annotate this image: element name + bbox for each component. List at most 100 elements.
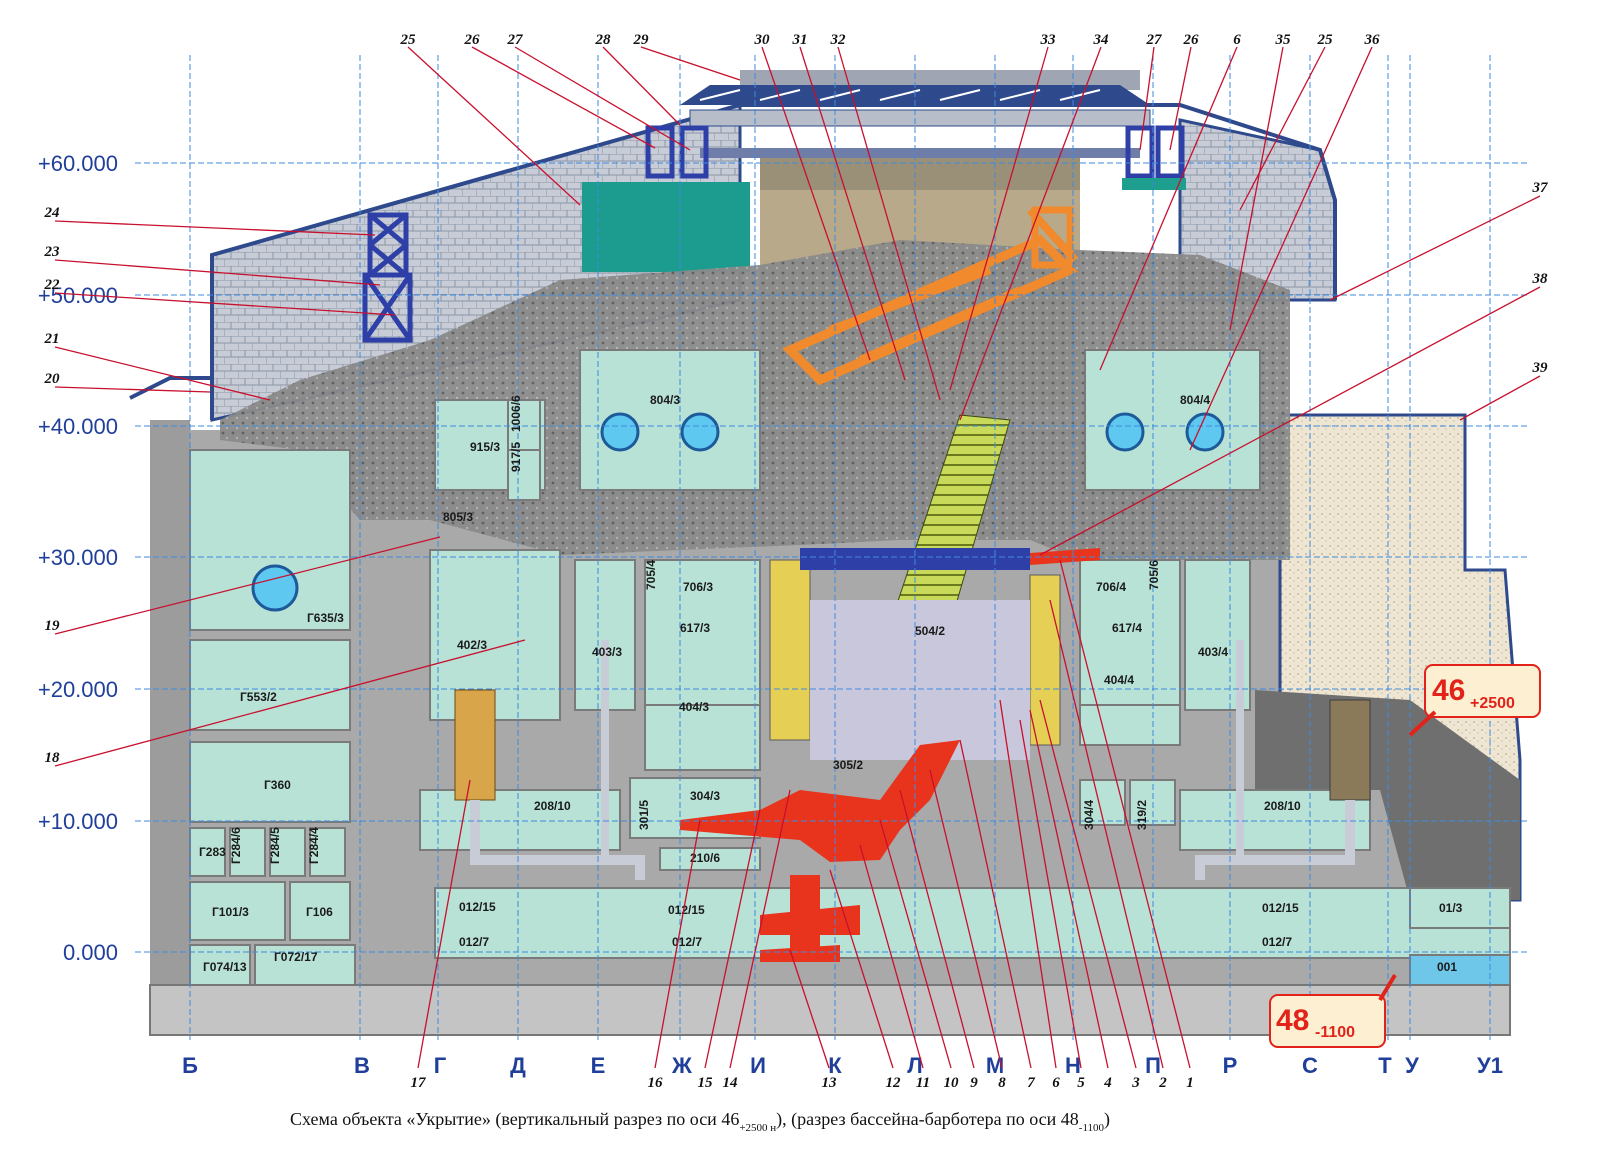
- callout-number: 5: [1077, 1075, 1085, 1091]
- room-label: 804/4: [1180, 393, 1210, 407]
- callout-leader: [1169, 46, 1192, 151]
- callout-leader: [54, 259, 381, 286]
- callout-leader: [54, 292, 396, 316]
- callout-number: 31: [792, 32, 808, 48]
- callout-leader: [407, 46, 581, 206]
- callout-number: 22: [44, 277, 61, 293]
- axis-label: Т: [1378, 1053, 1392, 1078]
- callout-number: 30: [754, 32, 771, 48]
- room-label: 319/2: [1135, 800, 1149, 830]
- room-label: 403/4: [1198, 645, 1228, 659]
- axis-label: Д: [510, 1053, 526, 1078]
- orange-crane: [782, 206, 1078, 386]
- callout-number: 3: [1131, 1075, 1140, 1091]
- badge-46-main: 46: [1432, 674, 1465, 707]
- callout-leader: [471, 46, 656, 149]
- room-label: 301/5: [637, 800, 651, 830]
- callout-leader: [54, 386, 211, 393]
- room-label: 402/3: [457, 638, 487, 652]
- room-label: 617/4: [1112, 621, 1142, 635]
- room-label: 01/3: [1439, 901, 1463, 915]
- caption-part-2: ), (разрез бассейна-барботера по оси 48: [776, 1109, 1079, 1130]
- room-label: 504/2: [915, 624, 945, 638]
- room-label: 404/4: [1104, 673, 1134, 687]
- callout-leader: [1059, 559, 1191, 1069]
- room-label: Г072/17: [274, 950, 318, 964]
- callout-number: 11: [916, 1075, 930, 1091]
- callout-number: 25: [400, 32, 417, 48]
- room-label: 915/3: [470, 440, 500, 454]
- callout-leader: [602, 46, 681, 126]
- callout-number: 6: [1233, 32, 1241, 48]
- room-label: 208/10: [1264, 799, 1301, 813]
- callout-leader: [514, 46, 691, 151]
- elevation-label: +20.000: [38, 677, 118, 702]
- room-label: 404/3: [679, 700, 709, 714]
- axis-label: С: [1302, 1053, 1318, 1078]
- room-label: 617/3: [680, 621, 710, 635]
- callout-number: 24: [44, 205, 61, 221]
- room-label: 706/4: [1096, 580, 1126, 594]
- callout-leader: [654, 819, 701, 1069]
- axis-label: П: [1145, 1053, 1161, 1078]
- elevation-label: +10.000: [38, 809, 118, 834]
- room-label: Г101/3: [212, 905, 249, 919]
- room-label: Г284/4: [307, 827, 321, 864]
- callout-number: 12: [886, 1075, 902, 1091]
- pumps: [454, 640, 1371, 880]
- caption-part-3: ): [1104, 1109, 1110, 1130]
- room-label: Г074/13: [203, 960, 247, 974]
- callout-number: 10: [944, 1075, 960, 1091]
- callout-leader: [837, 46, 941, 401]
- elevation-labels: +60.000+50.000+40.000+30.000+20.000+10.0…: [38, 151, 118, 965]
- elevation-label: +40.000: [38, 414, 118, 439]
- room-label: Г283: [199, 845, 226, 859]
- elevation-label: 0.000: [63, 940, 118, 965]
- badge-axis-48: 48 -1100: [1269, 973, 1397, 1048]
- callout-number: 14: [723, 1075, 739, 1091]
- callout-number: 18: [45, 750, 61, 766]
- callout-leader: [54, 639, 526, 767]
- callout-number: 26: [464, 32, 481, 48]
- callout-leader: [1459, 375, 1541, 421]
- room-label: 403/3: [592, 645, 622, 659]
- callout-number: 25: [1317, 32, 1334, 48]
- axis-label: Ж: [671, 1053, 692, 1078]
- callout-leader: [859, 844, 924, 1069]
- callout-leader: [1229, 46, 1284, 331]
- room-label: Г360: [264, 778, 291, 792]
- callout-leader: [999, 699, 1057, 1069]
- roof-outline: [210, 103, 1337, 420]
- room-label: 705/6: [1147, 560, 1161, 590]
- callout-leader: [1039, 699, 1137, 1069]
- callout-leader: [789, 949, 830, 1069]
- room-label: 012/15: [1262, 901, 1299, 915]
- callout-leader: [879, 819, 952, 1069]
- axis-label: У: [1405, 1053, 1419, 1078]
- room-label: Г635/3: [307, 611, 344, 625]
- callout-number: 8: [998, 1075, 1006, 1091]
- callout-number: 16: [648, 1075, 664, 1091]
- callout-leader: [640, 46, 741, 81]
- axis-label: И: [750, 1053, 766, 1078]
- callout-number: 13: [822, 1075, 838, 1091]
- callout-leader: [799, 46, 906, 381]
- callout-number: 20: [44, 371, 61, 387]
- badge-46-sub: +2500: [1470, 695, 1515, 712]
- caption-subscript-1: +2500 н: [739, 1122, 776, 1134]
- room-label: Г106: [306, 905, 333, 919]
- caption-subscript-2: -1100: [1079, 1122, 1105, 1134]
- room-label: 210/6: [690, 851, 720, 865]
- room-label: 805/3: [443, 510, 473, 524]
- callout-number: 28: [595, 32, 612, 48]
- room-label: 706/3: [683, 580, 713, 594]
- room-label: 804/3: [650, 393, 680, 407]
- pressure-spheres: [251, 412, 1225, 612]
- callout-number: 17: [411, 1075, 427, 1091]
- room-label: 305/2: [833, 758, 863, 772]
- callout-number: 7: [1027, 1075, 1035, 1091]
